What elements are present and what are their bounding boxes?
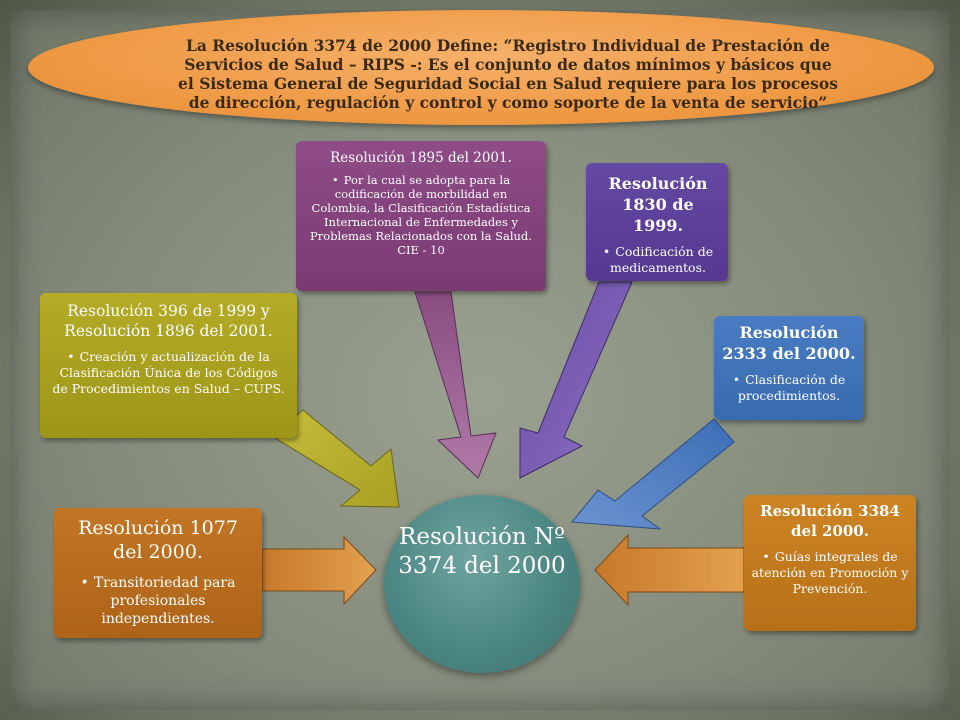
central-hub: Resolución Nº 3374 del 2000: [384, 495, 580, 673]
definition-banner: La Resolución 3374 de 2000 Define: “Regi…: [28, 10, 934, 125]
box-res1077-bullet: Transitoriedad para profesionales indepe…: [62, 574, 254, 628]
box-res396-bullet: Creación y actualización de la Clasifica…: [50, 349, 287, 397]
box-res2333-bullet: Clasificación de procedimientos.: [720, 372, 858, 404]
box-res396: Resolución 396 de 1999 y Resolución 1896…: [40, 293, 297, 438]
arrow-res396: [271, 409, 400, 508]
box-res3384: Resolución 3384 del 2000. Guías integral…: [744, 495, 916, 631]
definition-text: La Resolución 3374 de 2000 Define: “Regi…: [178, 36, 838, 112]
arrow-res1077: [261, 535, 377, 606]
box-res396-title: Resolución 396 de 1999 y Resolución 1896…: [64, 302, 273, 340]
arrow-res2333: [571, 418, 735, 530]
box-res2333: Resolución 2333 del 2000. Clasificación …: [714, 316, 864, 420]
arrow-res1895: [414, 291, 497, 479]
box-res3384-bullet: Guías integrales de atención en Promoció…: [750, 549, 910, 597]
box-res1077: Resolución 1077 del 2000. Transitoriedad…: [54, 508, 262, 638]
box-res1830-title: Resolución 1830 de 1999.: [608, 174, 708, 235]
box-res1077-title: Resolución 1077 del 2000.: [78, 517, 238, 563]
central-hub-label: Resolución Nº 3374 del 2000: [398, 524, 566, 579]
box-res3384-title: Resolución 3384 del 2000.: [760, 502, 900, 540]
box-res1895-bullet: Por la cual se adopta para la codificaci…: [308, 173, 534, 257]
box-res1895: Resolución 1895 del 2001. Por la cual se…: [296, 141, 546, 291]
arrow-res3384: [594, 533, 745, 607]
box-res1830-bullet: Codificación de medicamentos.: [596, 244, 720, 276]
arrow-res1830: [519, 281, 633, 479]
box-res2333-title: Resolución 2333 del 2000.: [722, 323, 856, 363]
box-res1895-title: Resolución 1895 del 2001.: [330, 150, 512, 166]
box-res1830: Resolución 1830 de 1999. Codificación de…: [586, 163, 728, 281]
